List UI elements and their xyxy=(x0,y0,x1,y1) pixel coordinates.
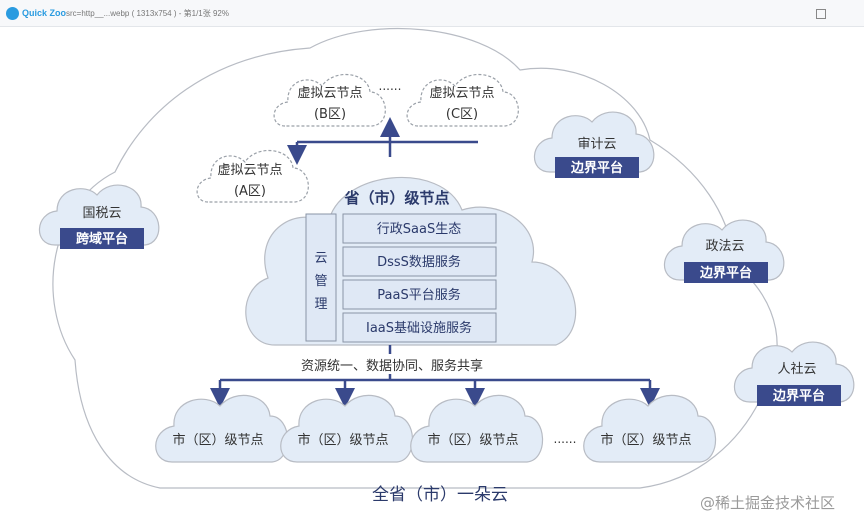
side-cloud-social: 人社云 边界平台 xyxy=(733,341,855,406)
app-name: Quick Zoo xyxy=(22,8,67,18)
side-cloud-legal-name: 政法云 xyxy=(705,239,744,254)
virtual-node-b: 虚拟云节点 (B区) xyxy=(273,73,386,127)
side-cloud-legal: 政法云 边界平台 xyxy=(663,219,785,283)
virtual-node-b-name: 虚拟云节点 xyxy=(297,86,362,101)
cloud-manage-char-3: 理 xyxy=(314,297,327,312)
city-node-1-label: 市（区）级节点 xyxy=(172,432,263,448)
side-cloud-social-platform: 边界平台 xyxy=(772,388,825,404)
service-box-saas xyxy=(342,213,497,244)
maximize-icon[interactable] xyxy=(816,9,826,19)
city-node-4: 市（区）级节点 xyxy=(583,394,717,463)
share-label-bg xyxy=(296,354,486,374)
side-cloud-legal-platform: 边界平台 xyxy=(699,265,752,281)
bottom-caption: 全省（市）一朵云 xyxy=(372,485,508,505)
service-box-dss xyxy=(342,246,497,277)
side-cloud-tax-badge xyxy=(60,228,144,249)
side-cloud-audit-platform: 边界平台 xyxy=(570,160,623,176)
city-node-2: 市（区）级节点 xyxy=(280,394,414,463)
city-bus xyxy=(210,378,660,408)
cloud-manage-column xyxy=(305,213,337,342)
service-dss-label: DssS数据服务 xyxy=(377,254,461,270)
virtual-node-a-name: 虚拟云节点 xyxy=(217,163,282,178)
service-iaas-label: IaaS基础设施服务 xyxy=(366,320,472,336)
cloud-manage-char-1: 云 xyxy=(314,251,327,266)
cloud-manage-char-2: 管 xyxy=(314,274,327,289)
virtual-node-b-zone: (B区) xyxy=(314,107,346,122)
side-cloud-audit: 审计云 边界平台 xyxy=(533,111,655,178)
share-label: 资源统一、数据协同、服务共享 xyxy=(301,358,483,374)
virtual-node-a-zone: (A区) xyxy=(234,184,266,199)
city-ellipsis: ...... xyxy=(554,432,577,446)
app-logo: Quick Zoo xyxy=(6,5,66,21)
virtual-node-a: 虚拟云节点 (A区) xyxy=(196,149,309,203)
side-cloud-tax-name: 国税云 xyxy=(82,206,121,221)
side-cloud-social-name: 人社云 xyxy=(777,361,816,377)
cloud-architecture-diagram: 虚拟云节点 (B区) 虚拟云节点 (C区) 虚拟云节点 (A区) ...... … xyxy=(38,27,855,505)
app-logo-icon xyxy=(6,6,19,20)
title-bar: Quick Zoo src=http__...webp ( 1313x754 )… xyxy=(0,0,864,27)
side-cloud-tax: 国税云 跨域平台 xyxy=(38,184,160,249)
city-node-3-label: 市（区）级节点 xyxy=(427,432,518,448)
watermark: @稀土掘金技术社区 xyxy=(700,494,836,512)
side-cloud-audit-name: 审计云 xyxy=(577,137,616,152)
city-node-3: 市（区）级节点 xyxy=(410,394,544,463)
side-cloud-legal-badge xyxy=(684,262,768,283)
city-node-4-label: 市（区）级节点 xyxy=(600,432,691,448)
virtual-node-c: 虚拟云节点 (C区) xyxy=(406,73,519,127)
virtual-node-c-name: 虚拟云节点 xyxy=(429,86,494,101)
service-paas-label: PaaS平台服务 xyxy=(377,287,460,303)
province-title: 省（市）级节点 xyxy=(343,189,449,207)
city-node-1: 市（区）级节点 xyxy=(155,394,289,463)
province-node: 省（市）级节点 云 管 理 行政SaaS生态 DssS数据服务 PaaS平台服务… xyxy=(245,176,577,346)
service-box-paas xyxy=(342,279,497,310)
service-saas-label: 行政SaaS生态 xyxy=(377,222,461,237)
virtual-node-c-zone: (C区) xyxy=(446,107,478,122)
side-cloud-social-badge xyxy=(757,385,841,406)
side-cloud-tax-platform: 跨域平台 xyxy=(76,231,128,247)
side-cloud-audit-badge xyxy=(555,157,639,178)
window-caption: src=http__...webp ( 1313x754 ) - 第1/1张 9… xyxy=(66,9,229,18)
virtual-ellipsis: ...... xyxy=(379,79,402,93)
virtual-connectors xyxy=(287,117,478,165)
city-node-2-label: 市（区）级节点 xyxy=(297,432,388,448)
service-box-iaas xyxy=(342,312,497,343)
outer-cloud-outline xyxy=(52,27,778,489)
